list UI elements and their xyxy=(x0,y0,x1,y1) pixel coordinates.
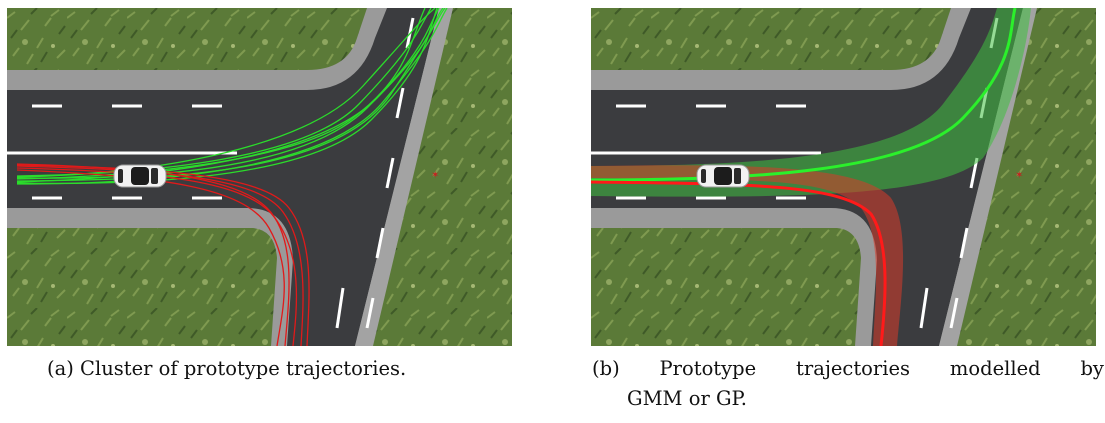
intersection-scene-b: ✶ xyxy=(591,8,1096,346)
panel-b-image: ✶ xyxy=(591,8,1096,346)
caption-b-line2: GMM or GP. xyxy=(627,387,747,410)
car-icon xyxy=(113,164,167,188)
caption-a-text: Cluster of prototype trajectories. xyxy=(80,357,407,380)
caption-b-label: (b) xyxy=(592,357,620,380)
pedestrian-marker-icon: ✶ xyxy=(1015,170,1023,181)
caption-a-label: (a) xyxy=(47,357,74,380)
caption-b-word: trajectories xyxy=(796,357,911,380)
caption-b-line1: (b) Prototype trajectories modelled by xyxy=(592,354,1104,384)
caption-b-word: by xyxy=(1080,357,1104,380)
caption-b-word: modelled xyxy=(949,357,1041,380)
panel-a-image: ✶ xyxy=(7,8,512,346)
caption-b: (b) Prototype trajectories modelled by G… xyxy=(592,354,1104,414)
gp-band-straight xyxy=(591,8,1031,197)
caption-b-word: Prototype xyxy=(659,357,757,380)
intersection-scene-a: ✶ xyxy=(7,8,512,346)
pedestrian-marker-icon: ✶ xyxy=(431,170,439,181)
caption-a: (a) Cluster of prototype trajectories. xyxy=(47,354,567,384)
car-icon xyxy=(696,164,750,188)
